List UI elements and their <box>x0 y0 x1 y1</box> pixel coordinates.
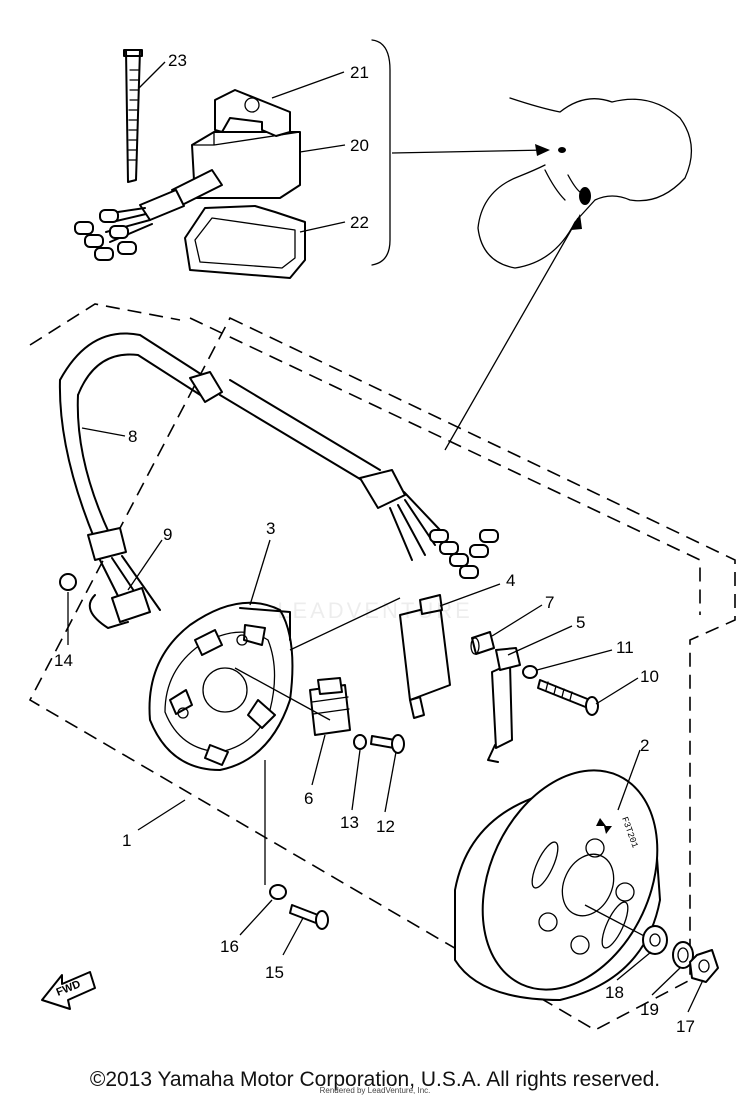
pulser-coil-5 <box>487 647 521 763</box>
nut-17 <box>689 949 719 983</box>
callout-3: 3 <box>266 519 275 538</box>
callout-8: 8 <box>128 427 137 446</box>
callout-19: 19 <box>640 1000 659 1019</box>
lock-washer-19 <box>672 941 694 969</box>
callout-22: 22 <box>350 213 369 232</box>
callout-13: 13 <box>340 813 359 832</box>
leader-lines <box>67 61 704 1013</box>
cdi-unit-20 <box>74 89 301 261</box>
callout-7: 7 <box>545 593 554 612</box>
grommet-9 <box>88 587 151 629</box>
copyright-notice: ©2013 Yamaha Motor Corporation, U.S.A. A… <box>89 1068 661 1091</box>
arrowhead <box>535 144 550 156</box>
inner-boundary <box>189 317 701 615</box>
coil-4 <box>399 594 451 719</box>
callout-11: 11 <box>616 638 634 657</box>
cdi-cover-22 <box>184 205 306 279</box>
cable-band-23 <box>123 49 143 183</box>
assembly-boundary <box>28 303 736 1031</box>
callout-15: 15 <box>265 963 284 982</box>
forward-direction-arrow: FWD <box>41 971 96 1010</box>
flywheel-rotor-2: F3T201 <box>454 769 661 1001</box>
wire-harness-8 <box>58 332 499 611</box>
callout-16: 16 <box>220 937 239 956</box>
washer-11 <box>522 665 538 679</box>
washer-18 <box>642 925 668 955</box>
washer-16 <box>269 884 287 900</box>
lighting-coil-6 <box>309 677 351 736</box>
location-arrow <box>391 149 549 154</box>
motorcycle-silhouette <box>477 97 693 269</box>
bolt-10 <box>537 679 599 716</box>
callout-14: 14 <box>54 651 73 670</box>
callout-12: 12 <box>376 817 395 836</box>
callout-1: 1 <box>122 831 131 850</box>
leader-to-assembly <box>444 217 579 451</box>
callout-18: 18 <box>605 983 624 1002</box>
screw-14 <box>59 573 77 591</box>
washer-13 <box>353 734 367 750</box>
callout-6: 6 <box>304 789 313 808</box>
screw-15 <box>289 904 329 930</box>
callout-23: 23 <box>168 51 187 70</box>
group-bracket <box>371 39 391 266</box>
stator-plate-3 <box>148 601 294 771</box>
rendered-by-notice: Rendered by LeadVenture, Inc. <box>319 1086 431 1095</box>
callout-4: 4 <box>506 571 515 590</box>
collar-7 <box>470 631 495 655</box>
callout-17: 17 <box>676 1017 695 1036</box>
callout-5: 5 <box>576 613 585 632</box>
callout-21: 21 <box>350 63 369 82</box>
screw-12 <box>370 734 405 754</box>
callout-numbers: 23 21 20 22 8 9 3 4 7 5 11 10 14 2 6 13 … <box>54 51 695 1036</box>
callout-2: 2 <box>640 736 649 755</box>
watermark: LEADVENTURE <box>277 598 473 623</box>
callout-10: 10 <box>640 667 659 686</box>
callout-20: 20 <box>350 136 369 155</box>
callout-9: 9 <box>163 525 172 544</box>
